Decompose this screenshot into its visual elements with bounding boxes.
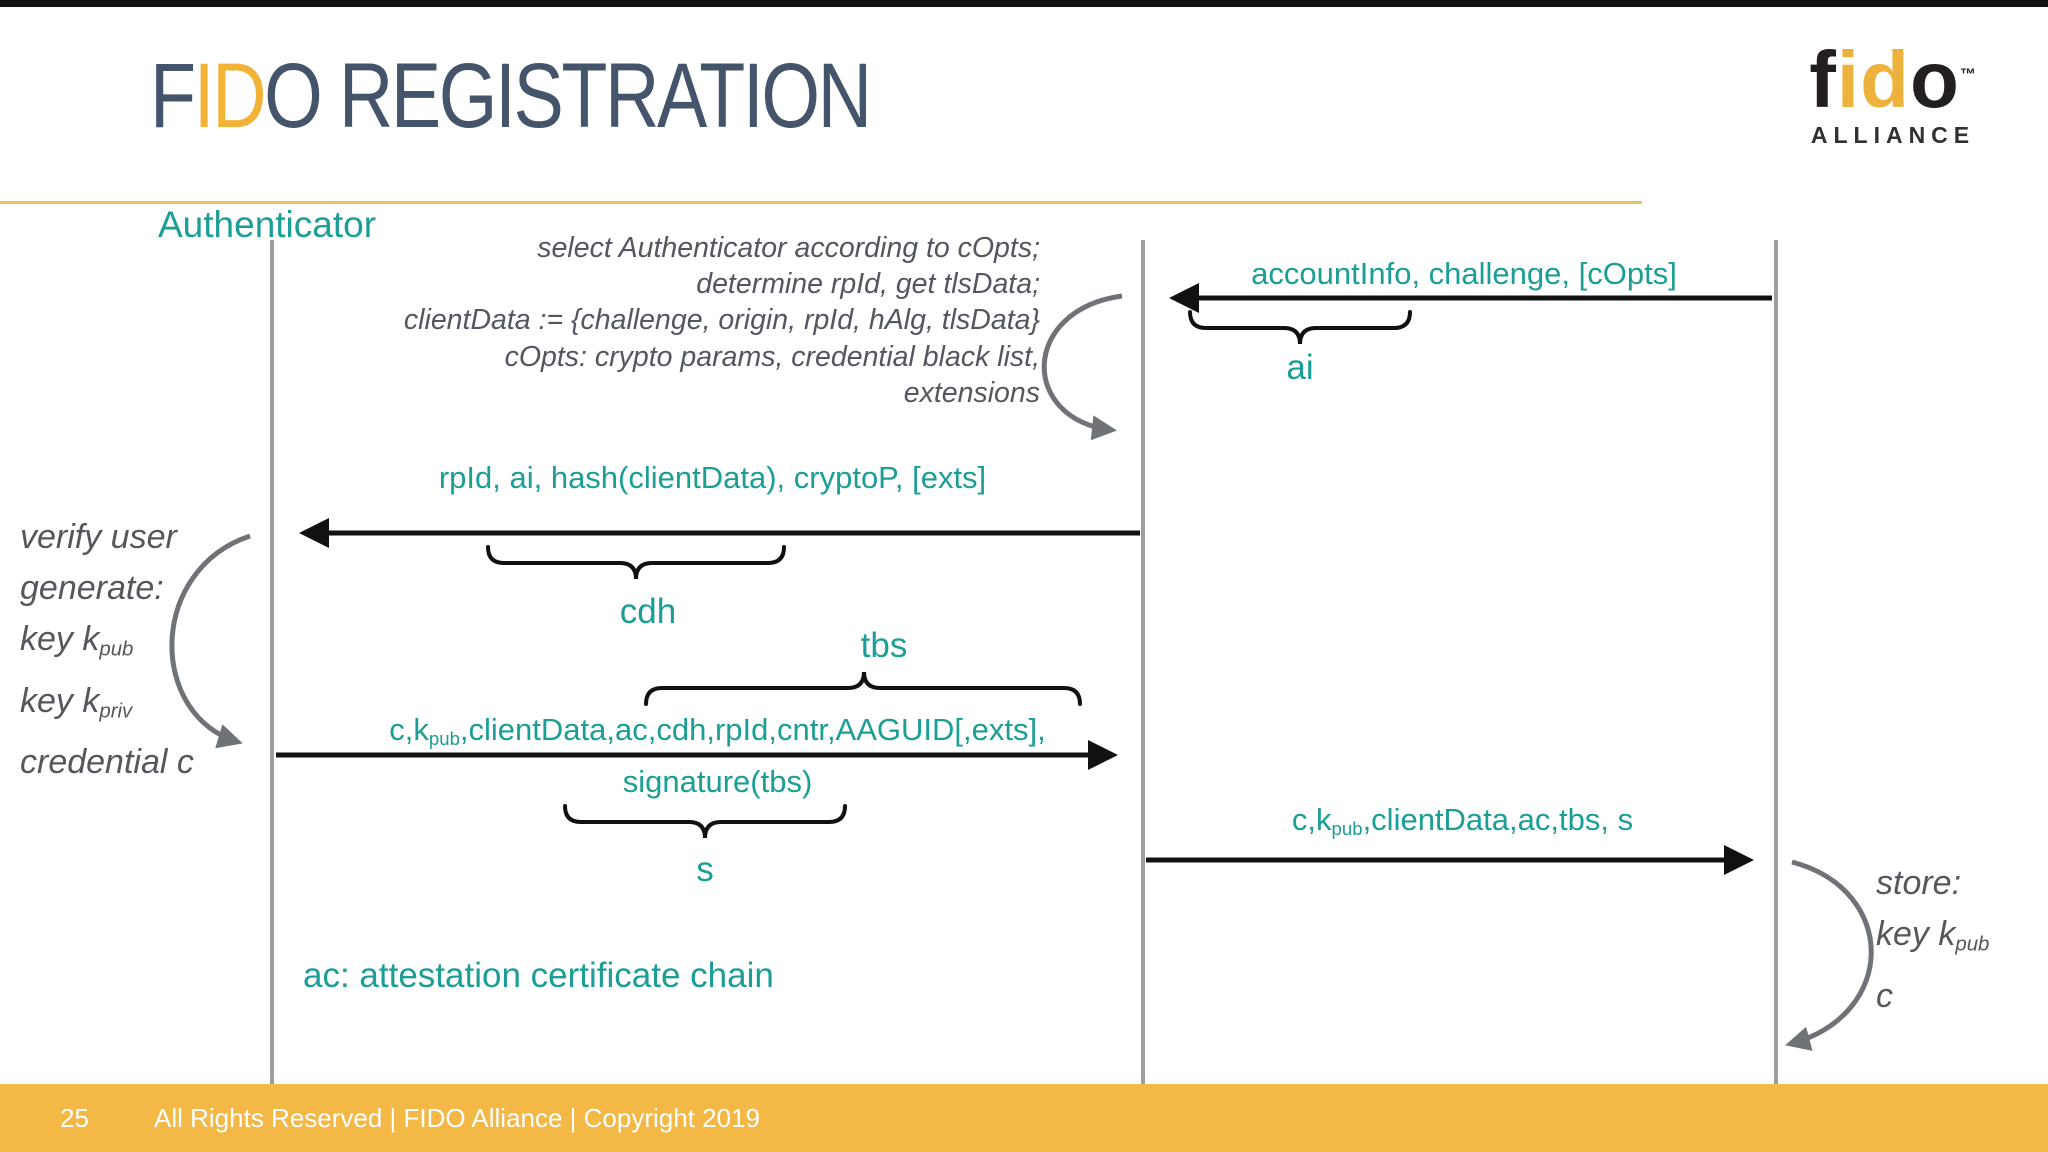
trademark-symbol: ™ — [1959, 66, 1977, 84]
authenticator-lifeline-label: Authenticator — [158, 204, 377, 245]
title-part-dark2: O REGISTRATION — [264, 45, 872, 147]
auth-note-line: key kpriv — [20, 676, 194, 738]
store-note-line: store: — [1876, 864, 1962, 902]
client-note-line: select Authenticator according to cOpts; — [537, 232, 1040, 264]
message-forward-pre: c,k — [1291, 802, 1332, 837]
brace-label-tbs: tbs — [860, 626, 908, 665]
logo-letter-i: i — [1836, 35, 1861, 124]
store-note-key-pub-sub: pub — [1955, 933, 1990, 956]
client-note-line: determine rpId, get tlsData; — [696, 268, 1040, 301]
ac-definition-note: ac: attestation certificate chain — [303, 956, 774, 995]
client-note-line: extensions — [903, 376, 1040, 409]
message-attestation-line2: signature(tbs) — [622, 764, 813, 799]
server-store-note: store: key kpub c — [1876, 858, 1989, 1022]
store-note-line: key kpub — [1876, 909, 1989, 971]
logo-letter-f: f — [1809, 35, 1837, 124]
brace-label-ai: ai — [1286, 348, 1314, 387]
page-number: 25 — [60, 1103, 89, 1133]
logo-alliance-text: ALLIANCE — [1810, 122, 1976, 148]
title-part-dark1: F — [150, 45, 196, 147]
message-forward-to-server: c,kpub,clientData,ac,tbs, s — [1165, 802, 1760, 840]
underbrace-ai — [1188, 310, 1412, 345]
client-note-line: cOpts: crypto params, credential black l… — [504, 340, 1040, 373]
self-loop-server-store-icon — [1785, 859, 1874, 1051]
auth-note-key-priv-sub: priv — [99, 700, 133, 723]
footer-bar: 25 All Rights Reserved | FIDO Alliance |… — [0, 1084, 2048, 1152]
logo-letter-d: d — [1860, 35, 1910, 124]
fido-alliance-logo: fido™ ALLIANCE — [1788, 40, 1998, 147]
copyright-text: All Rights Reserved | FIDO Alliance | Co… — [154, 1103, 760, 1133]
logo-letter-o: o — [1909, 35, 1960, 124]
authenticator-generate-note: verify user generate: key kpub key kpriv… — [20, 512, 194, 788]
auth-note-line: generate: — [20, 569, 164, 607]
brace-label-s: s — [696, 850, 714, 889]
logo-wordmark: fido™ — [1788, 40, 1998, 120]
client-note-line: clientData := {challenge, origin, rpId, … — [403, 304, 1040, 337]
title-underline — [0, 201, 1642, 204]
message-attestation-sub: pub — [428, 728, 460, 750]
auth-note-key-pub: key k — [20, 620, 100, 658]
message-account-info: accountInfo, challenge, [cOpts] — [1251, 256, 1677, 291]
message-rpid-hash: rpId, ai, hash(clientData), cryptoP, [ex… — [438, 460, 987, 495]
brace-label-cdh: cdh — [619, 592, 677, 631]
page-title: FIDO REGISTRATION — [150, 44, 872, 149]
client-processing-note: select Authenticator according to cOpts;… — [240, 230, 1040, 411]
store-note-line: c — [1876, 976, 1893, 1015]
auth-note-line: key kpub — [20, 614, 194, 676]
auth-note-line: verify user — [20, 518, 177, 556]
message-attestation-line1: c,kpub,clientData,ac,cdh,rpId,cntr,AAGUI… — [290, 712, 1145, 750]
message-attestation-post: ,clientData,ac,cdh,rpId,cntr,AAGUID[,ext… — [459, 712, 1046, 747]
message-attestation-pre: c,k — [389, 712, 429, 747]
underbrace-s — [563, 804, 847, 839]
message-forward-sub: pub — [1331, 818, 1363, 840]
auth-note-line: credential c — [20, 743, 194, 782]
underbrace-cdh — [486, 545, 786, 580]
store-note-key-pub: key k — [1876, 915, 1956, 953]
self-loop-client-process-icon — [1041, 293, 1123, 441]
auth-note-key-pub-sub: pub — [99, 638, 134, 661]
auth-note-key-priv: key k — [20, 681, 100, 720]
top-border — [0, 0, 2048, 7]
title-part-yellow: ID — [193, 45, 267, 147]
overbrace-tbs — [644, 671, 1082, 706]
message-forward-post: ,clientData,ac,tbs, s — [1362, 802, 1634, 837]
